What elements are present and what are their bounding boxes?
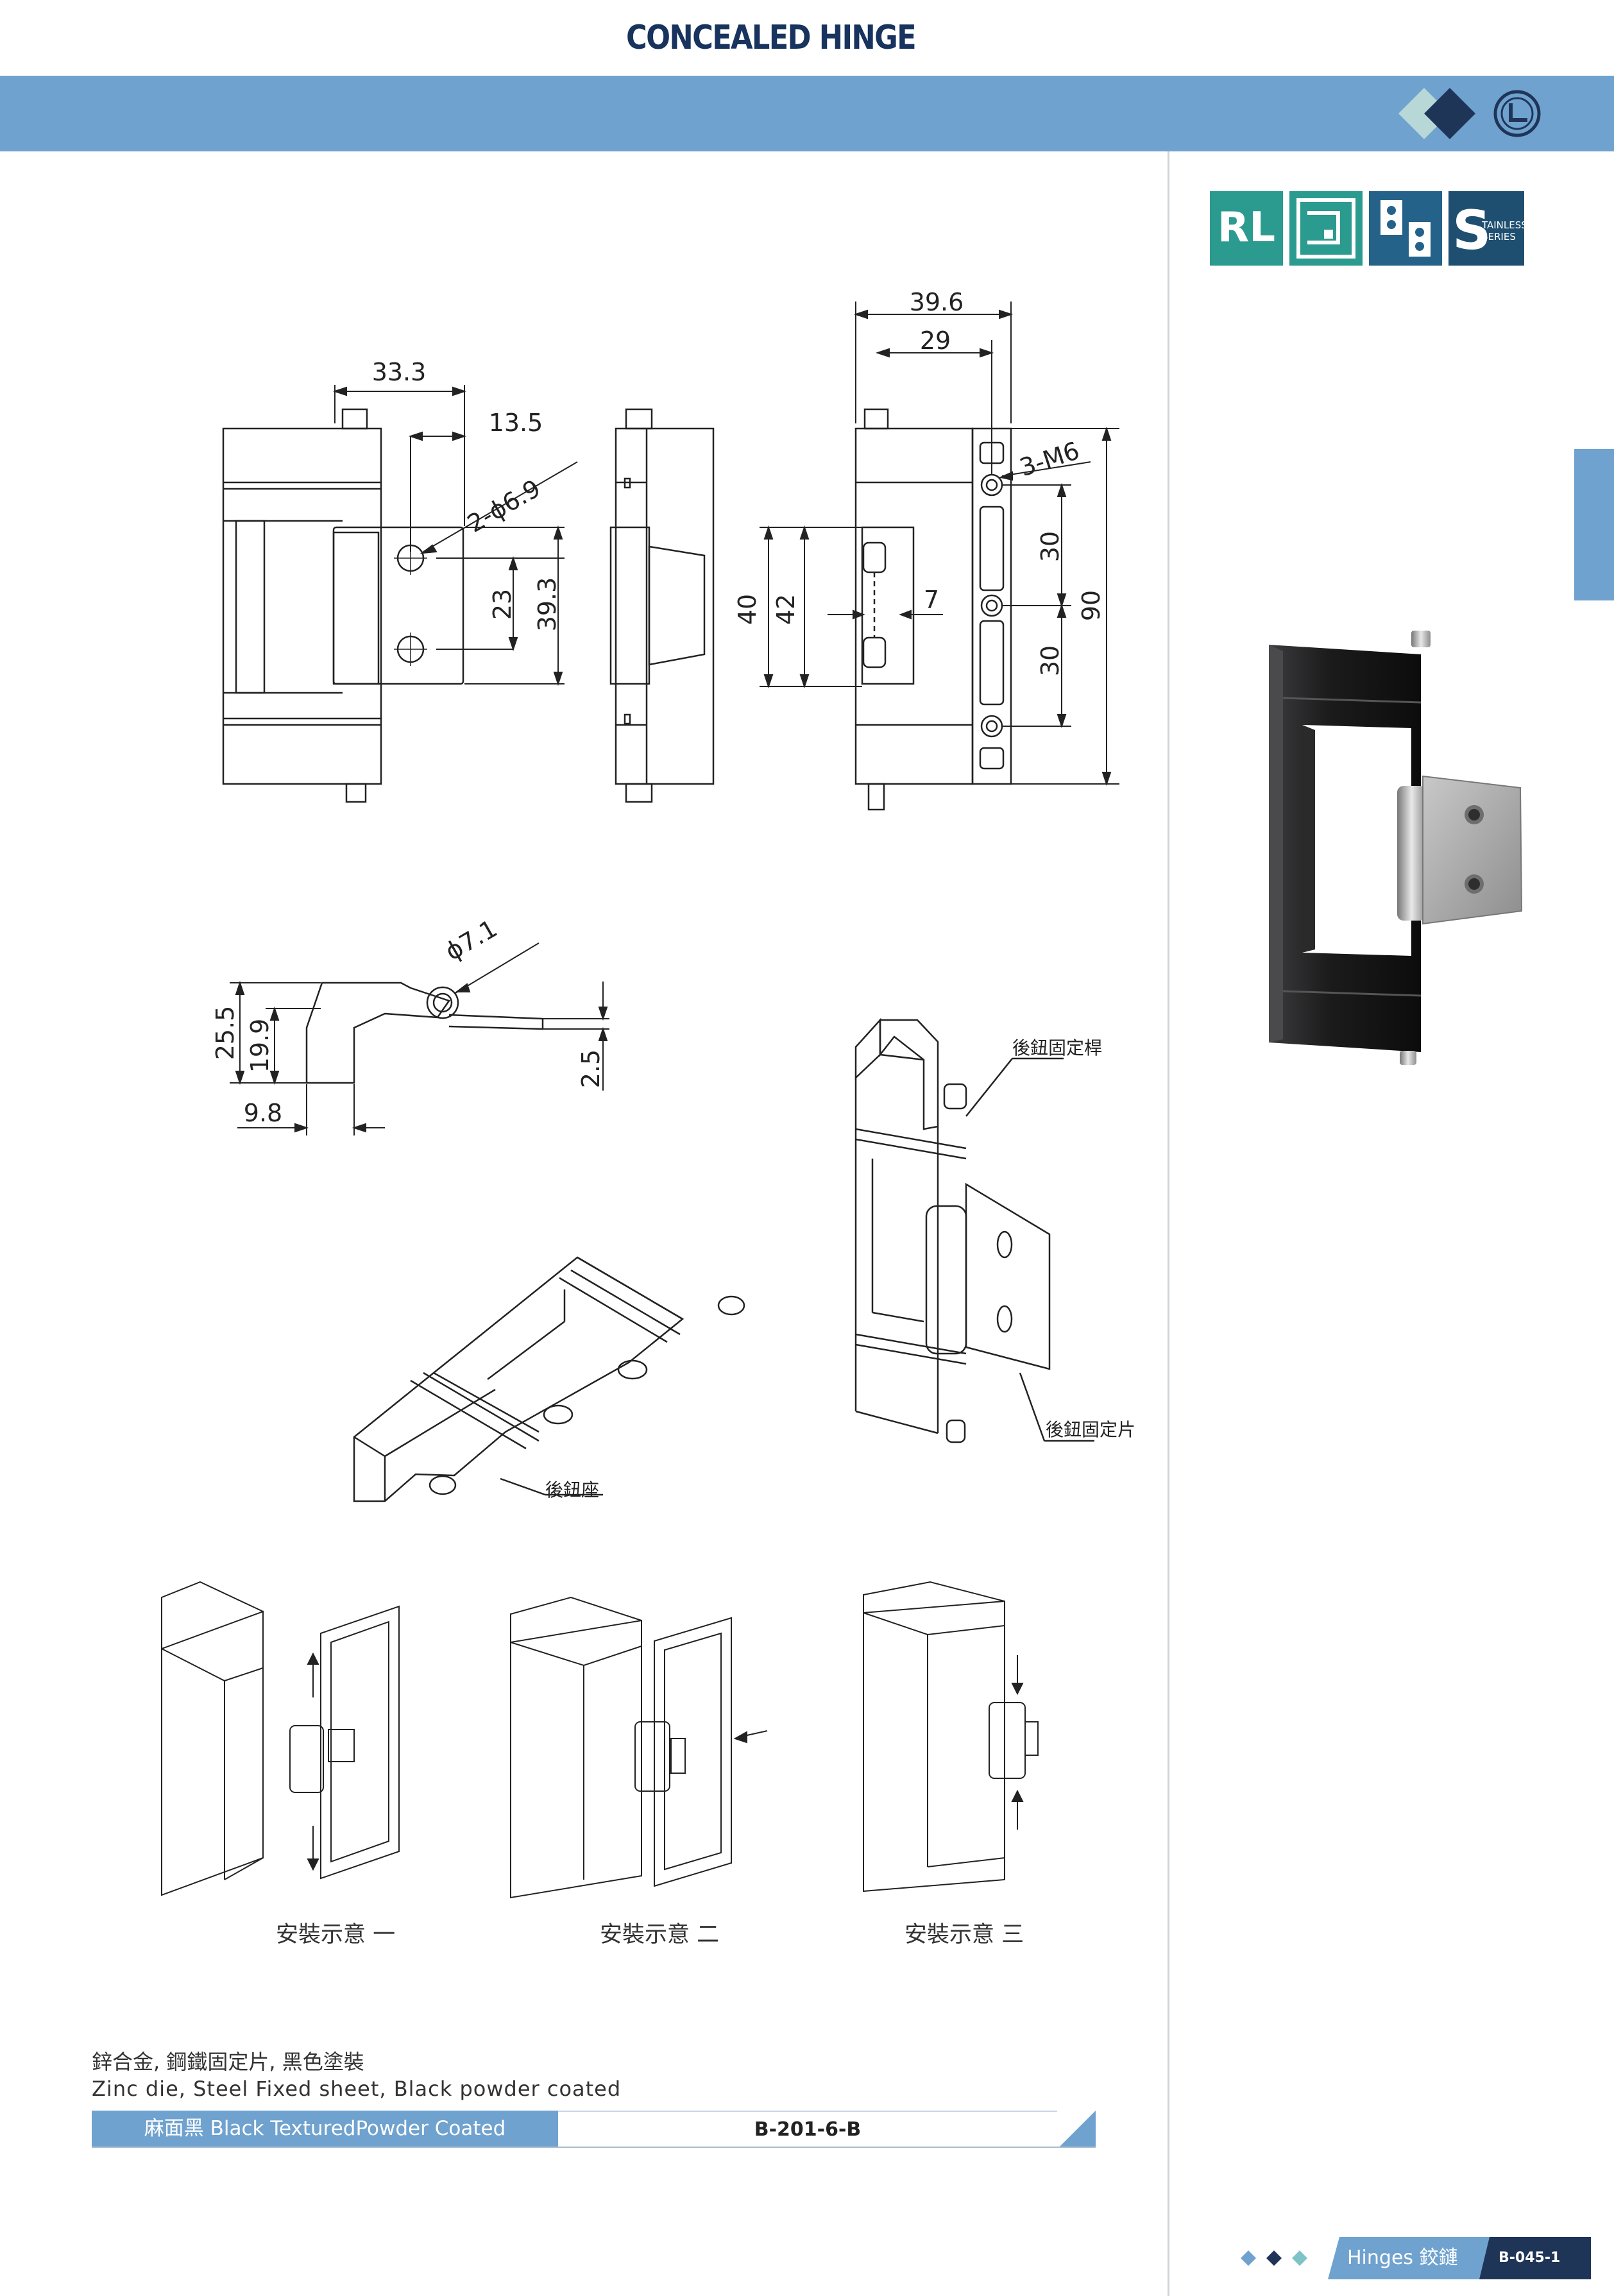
model-code: B-201-6-B <box>1128 13 1325 62</box>
svg-text:33.3: 33.3 <box>372 358 427 386</box>
hinge-swap-icon <box>1369 191 1442 266</box>
finish-cell: 麻面黑 Black TexturedPowder Coated <box>92 2111 558 2147</box>
install-caption-3: 安裝示意 三 <box>905 1922 1024 1948</box>
svg-text:後鈕固定片: 後鈕固定片 <box>1046 1419 1135 1440</box>
header-bar <box>0 76 1614 151</box>
svg-text:30: 30 <box>1036 531 1064 562</box>
svg-text:後鈕固定桿: 後鈕固定桿 <box>1012 1037 1102 1059</box>
front-view <box>222 408 464 803</box>
product-photo <box>1269 631 1523 1065</box>
footer-diamond-2-icon <box>1266 2250 1282 2266</box>
title-separator: I <box>575 19 587 56</box>
install-caption-2: 安裝示意 二 <box>600 1922 720 1948</box>
svg-text:TAINLESS: TAINLESS <box>1481 219 1524 231</box>
install-caption-1: 安裝示意 一 <box>276 1922 396 1948</box>
svg-text:42: 42 <box>772 594 800 625</box>
footer-page-code: B-045-1 <box>1499 2250 1561 2266</box>
header-decoration <box>1398 88 1541 139</box>
title-cn: 內裝鉸鏈 <box>384 21 502 55</box>
side-tab <box>1574 449 1614 600</box>
svg-text:S: S <box>1452 199 1491 262</box>
svg-text:23: 23 <box>488 589 516 620</box>
rl-icon: RL <box>1210 191 1283 266</box>
iso-hinge <box>854 1017 1094 1443</box>
svg-text:13.5: 13.5 <box>489 409 543 437</box>
svg-text:40: 40 <box>733 594 761 625</box>
svg-text:29: 29 <box>920 327 951 355</box>
back-view-dims <box>760 302 1119 787</box>
section-view <box>305 982 544 1084</box>
svg-text:39.6: 39.6 <box>910 288 964 316</box>
svg-text:9.8: 9.8 <box>244 1099 282 1127</box>
svg-text:ϕ7.1: ϕ7.1 <box>441 914 502 966</box>
section-view-dims <box>230 942 609 1135</box>
install-1 <box>161 1581 400 1896</box>
code-cell: B-201-6-B <box>558 2111 1057 2147</box>
svg-text:90: 90 <box>1077 590 1105 621</box>
iso-base <box>353 1256 745 1502</box>
footer-diamond-3-icon <box>1292 2250 1307 2266</box>
svg-text:3-M6: 3-M6 <box>1016 436 1083 482</box>
material-description: 鋅合金, 鋼鐵固定片, 黑色塗裝 Zinc die, Steel Fixed s… <box>92 2048 621 2102</box>
footer-diamond-1-icon <box>1241 2250 1256 2266</box>
svg-text:2-ϕ6.9: 2-ϕ6.9 <box>463 474 545 538</box>
svg-text:30: 30 <box>1036 645 1064 676</box>
svg-text:7: 7 <box>924 586 939 614</box>
material-en: Zinc die, Steel Fixed sheet, Black powde… <box>92 2077 622 2101</box>
feature-icons: RL S TAINLESS SERIES <box>1210 191 1524 266</box>
technical-drawings: 33.3 13.5 2-ϕ6.9 23 39.3 <box>161 288 1135 1899</box>
svg-text:2.5: 2.5 <box>577 1050 605 1088</box>
svg-text:後鈕座: 後鈕座 <box>545 1479 599 1501</box>
title-separator-2: I <box>954 19 966 56</box>
svg-text:39.3: 39.3 <box>533 577 561 632</box>
title-en: CONCEALED HINGE <box>626 19 917 57</box>
install-2 <box>510 1596 768 1899</box>
page-divider <box>1168 151 1169 2296</box>
svg-text:SERIES: SERIES <box>1482 231 1516 242</box>
brand-logo-icon <box>1493 90 1541 137</box>
diamond-dark-icon <box>1424 88 1475 139</box>
footer-decoration <box>1241 2237 1591 2279</box>
side-view <box>609 408 715 803</box>
svg-text:25.5: 25.5 <box>211 1006 239 1060</box>
table-corner-icon <box>1060 2111 1096 2147</box>
finish-table-row: 麻面黑 Black TexturedPowder Coated B-201-6-… <box>92 2111 1096 2148</box>
panel-icon <box>1289 191 1363 266</box>
front-view-dims <box>332 385 578 686</box>
footer-section: Hinges 鉸鏈 <box>1347 2247 1458 2269</box>
svg-text:RL: RL <box>1218 204 1275 251</box>
stainless-series-icon: S TAINLESS SERIES <box>1448 191 1524 266</box>
material-cn: 鋅合金, 鋼鐵固定片, 黑色塗裝 <box>92 2050 364 2074</box>
install-3 <box>863 1581 1039 1892</box>
svg-text:19.9: 19.9 <box>246 1019 274 1073</box>
